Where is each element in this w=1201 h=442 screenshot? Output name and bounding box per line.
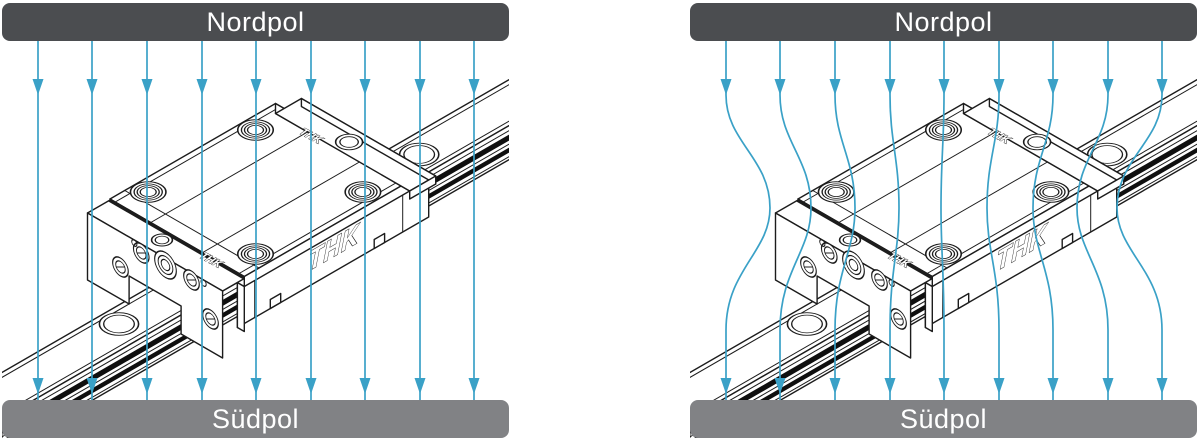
arrowhead-down-icon <box>141 79 153 95</box>
field-line <box>834 39 856 400</box>
south-pole-label: Südpol <box>899 403 988 434</box>
south-pole-bar: Südpol <box>2 400 509 438</box>
arrowhead-down-icon <box>993 378 1005 394</box>
field-line <box>779 39 812 400</box>
field-line <box>725 39 771 400</box>
arrowhead-down-icon <box>774 378 786 394</box>
arrowhead-down-icon <box>359 378 371 394</box>
arrowhead-down-icon <box>720 378 732 394</box>
arrowhead-down-icon <box>468 378 480 394</box>
arrowhead-down-icon <box>86 79 98 95</box>
field-scene <box>690 39 1197 438</box>
field-line <box>889 39 900 400</box>
arrowhead-down-icon <box>141 378 153 394</box>
arrowhead-down-icon <box>1156 378 1168 394</box>
field-scene <box>2 39 509 438</box>
north-pole-label: Nordpol <box>894 6 993 37</box>
arrowhead-down-icon <box>32 378 44 394</box>
field-lines-deflected <box>720 39 1168 400</box>
arrowhead-down-icon <box>305 378 317 394</box>
arrowhead-down-icon <box>1156 79 1168 95</box>
arrowhead-down-icon <box>196 378 208 394</box>
arrowhead-down-icon <box>1102 79 1114 95</box>
arrowhead-down-icon <box>938 378 950 394</box>
arrowhead-down-icon <box>720 79 732 95</box>
panel-undeflected: Nordpol Südpol <box>2 0 509 442</box>
arrowhead-down-icon <box>414 79 426 95</box>
south-pole-label: Südpol <box>211 403 300 434</box>
north-pole-bar: Nordpol <box>690 3 1197 41</box>
north-pole-bar: Nordpol <box>2 3 509 41</box>
field-line <box>1032 39 1054 400</box>
arrowhead-down-icon <box>32 79 44 95</box>
arrowhead-down-icon <box>884 378 896 394</box>
arrowhead-down-icon <box>1047 79 1059 95</box>
arrowhead-down-icon <box>250 79 262 95</box>
arrowhead-down-icon <box>1102 378 1114 394</box>
field-line <box>940 39 945 400</box>
south-pole-bar: Südpol <box>690 400 1197 438</box>
arrowhead-down-icon <box>196 79 208 95</box>
arrowhead-down-icon <box>993 79 1005 95</box>
arrowhead-down-icon <box>250 378 262 394</box>
field-line <box>1076 39 1109 400</box>
arrowhead-down-icon <box>414 378 426 394</box>
arrowhead-down-icon <box>305 79 317 95</box>
field-lines-straight <box>32 39 480 400</box>
arrowhead-down-icon <box>829 79 841 95</box>
arrowhead-down-icon <box>1047 378 1059 394</box>
north-pole-label: Nordpol <box>206 6 305 37</box>
arrowhead-down-icon <box>359 79 371 95</box>
arrowhead-down-icon <box>884 79 896 95</box>
arrowhead-down-icon <box>468 79 480 95</box>
arrowhead-down-icon <box>829 378 841 394</box>
arrowhead-down-icon <box>86 378 98 394</box>
field-line <box>986 39 1000 400</box>
panel-deflected: Nordpol Südpol <box>690 0 1197 442</box>
arrowhead-down-icon <box>774 79 786 95</box>
arrowhead-down-icon <box>938 79 950 95</box>
field-line <box>1116 39 1163 400</box>
